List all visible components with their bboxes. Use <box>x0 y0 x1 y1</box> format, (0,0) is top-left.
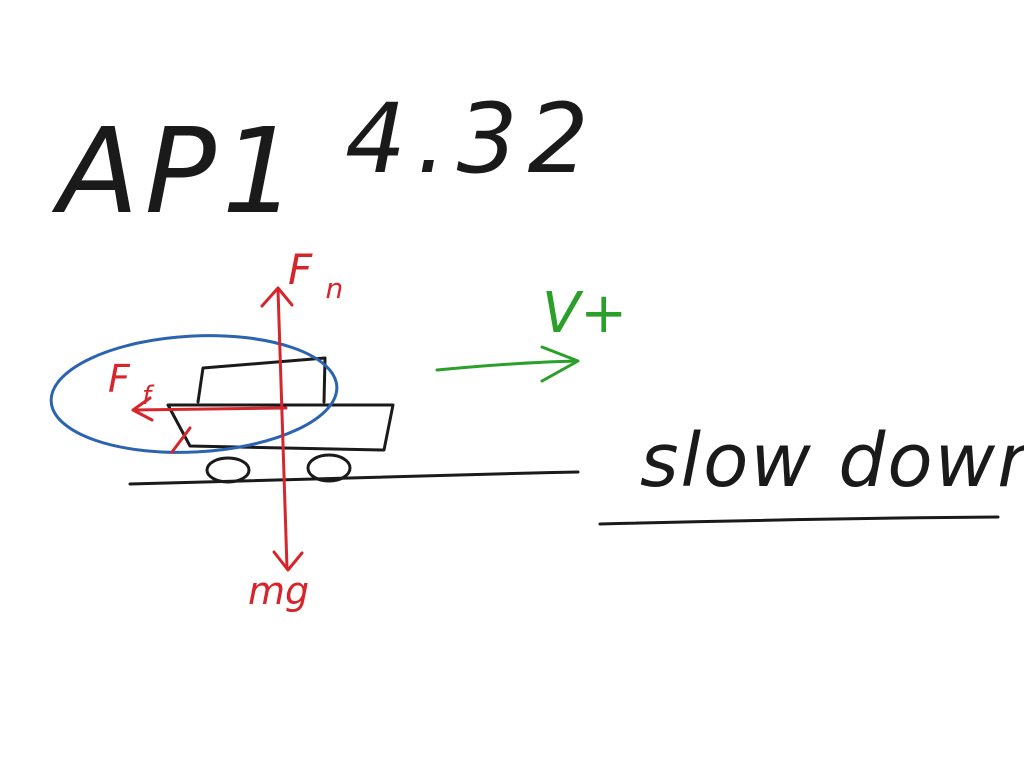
normal-force-arrowhead <box>260 286 294 308</box>
normal-force-subscript: n <box>326 272 344 305</box>
car-drawing <box>166 356 395 484</box>
car-body <box>166 403 395 452</box>
car-rear-wheel <box>306 453 352 483</box>
note-underline <box>598 515 1000 526</box>
system-boundary-circle <box>49 334 339 454</box>
vertical-force-line <box>260 286 304 572</box>
normal-force-symbol: F <box>288 245 313 294</box>
normal-force-label: F n <box>288 245 343 305</box>
velocity-label: V+ <box>542 281 627 346</box>
course-label: AP1 <box>51 102 303 240</box>
car-front-wheel <box>205 456 251 484</box>
friction-force-arrow <box>131 396 288 454</box>
velocity-arrow <box>435 345 580 383</box>
weight-arrowhead <box>272 550 304 572</box>
slow-down-note: slow down <box>640 418 1024 504</box>
weight-label: mg <box>248 569 309 613</box>
ground-line <box>128 470 580 486</box>
friction-force-symbol: F <box>108 357 131 401</box>
problem-number: 4.32 <box>345 83 599 195</box>
car-cabin <box>196 356 327 404</box>
friction-force-subscript: f <box>142 381 155 411</box>
friction-force-label: F f <box>108 357 155 411</box>
